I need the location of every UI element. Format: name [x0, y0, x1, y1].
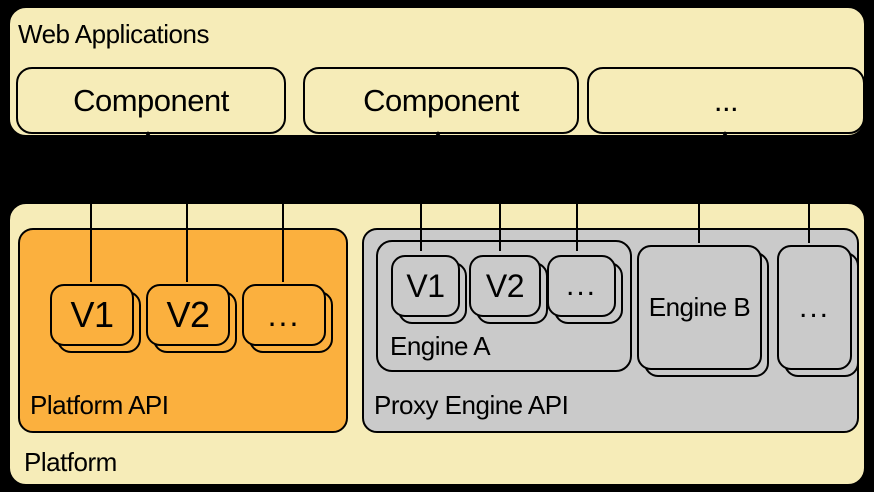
version-card: V1: [391, 255, 460, 317]
connector-line: [698, 202, 700, 243]
platform-label: Platform: [24, 447, 117, 477]
engine-a-version-v1: V1: [391, 255, 467, 324]
platform-api-version-v2: V2: [146, 284, 237, 353]
connector-arrowhead-icon: [719, 131, 731, 142]
platform-api-version-v1: V1: [50, 284, 141, 353]
connector-line: [186, 202, 188, 282]
version-label: V1: [70, 294, 114, 335]
version-card: V1: [50, 284, 134, 346]
component-label: Component: [73, 82, 229, 118]
platform-api-label: Platform API: [30, 390, 169, 420]
connector-line: [499, 202, 501, 251]
component-ellipsis-label: ...: [713, 82, 739, 118]
proxy-engine-api-box: V1 V2 ... Engine A Engine B: [362, 228, 859, 433]
version-label: V1: [406, 267, 445, 304]
version-card: V2: [469, 255, 541, 317]
version-label: V2: [166, 294, 210, 335]
proxy-engine-api-label: Proxy Engine API: [374, 390, 569, 420]
version-card: V2: [146, 284, 230, 346]
engine-b-label: Engine B: [648, 292, 751, 322]
platform-api-box: V1 V2 ... Platform API: [18, 228, 348, 433]
web-applications-label: Web Applications: [18, 19, 209, 49]
platform-api-version-more: ...: [242, 284, 333, 353]
component-node-1: Component: [16, 67, 286, 134]
connector-line: [282, 202, 284, 282]
connector-arrowhead-icon: [432, 131, 444, 142]
connector-line: [90, 202, 92, 282]
version-ellipsis-label: ...: [565, 269, 597, 302]
component-node-2: Component: [303, 67, 579, 134]
connector-line: [808, 202, 810, 243]
connector-arrowhead-icon: [142, 131, 154, 142]
more-engines-box: ...: [777, 245, 859, 377]
component-label: Component: [363, 82, 519, 118]
engine-card: ...: [777, 245, 852, 370]
version-card: ...: [547, 255, 616, 317]
platform-box: Platform V1 V2 ... Platform API: [8, 202, 866, 486]
engine-a-box: V1 V2 ... Engine A: [376, 240, 632, 372]
engine-a-label: Engine A: [390, 331, 491, 361]
version-ellipsis-label: ...: [267, 296, 301, 333]
version-label: V2: [485, 267, 525, 304]
engines-ellipsis-label: ...: [798, 290, 830, 324]
component-node-more: ...: [587, 67, 865, 134]
engine-card: Engine B: [637, 245, 762, 370]
connector-line: [576, 202, 578, 251]
connector-line: [420, 202, 422, 251]
engine-a-version-more: ...: [547, 255, 623, 324]
engine-a-version-v2: V2: [469, 255, 548, 324]
version-card: ...: [242, 284, 326, 346]
web-applications-box: Web Applications Component Component ...: [8, 6, 866, 137]
engine-b-box: Engine B: [637, 245, 769, 377]
